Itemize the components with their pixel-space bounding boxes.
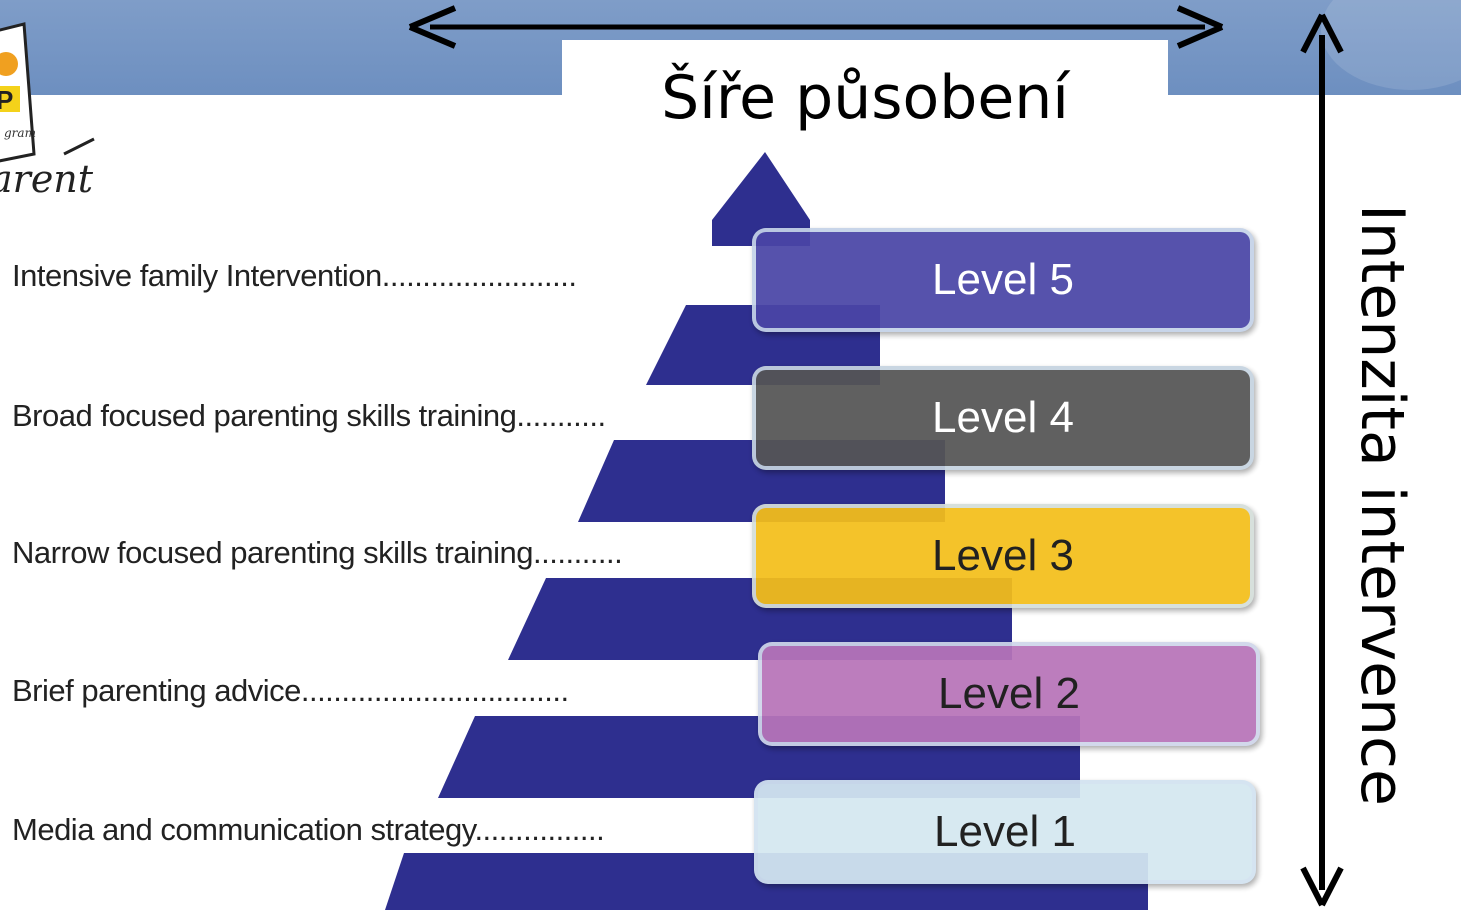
- level-2-label: Level 2: [938, 669, 1080, 718]
- page-title: Šíře působení: [661, 63, 1069, 133]
- row-label-level-1: Media and communication strategy........…: [12, 812, 605, 847]
- logo-text: arent: [0, 157, 94, 194]
- svg-text:P: P: [0, 85, 13, 115]
- row-label-level-5: Intensive family Intervention...........…: [12, 258, 577, 293]
- intensity-label: Intenzita intervence: [1347, 204, 1417, 806]
- level-4-box: Level 4: [752, 366, 1254, 470]
- level-4-label: Level 4: [932, 393, 1074, 442]
- width-arrow: [408, 5, 1224, 49]
- intensity-arrow: [1300, 13, 1344, 907]
- row-label-level-2: Brief parenting advice..................…: [12, 673, 569, 708]
- level-2-box: Level 2: [758, 642, 1260, 746]
- level-3-box: Level 3: [752, 504, 1254, 608]
- triple-p-logo-icon: P gram arent: [0, 22, 95, 194]
- row-label-level-4: Broad focused parenting skills training.…: [12, 398, 606, 433]
- level-3-label: Level 3: [932, 531, 1074, 580]
- row-label-level-3: Narrow focused parenting skills training…: [12, 535, 623, 570]
- level-1-box: Level 1: [754, 780, 1256, 884]
- level-5-box: Level 5: [752, 228, 1254, 332]
- level-1-label: Level 1: [934, 807, 1076, 856]
- pyramid-tier-5: [712, 152, 810, 246]
- title-box: [562, 40, 1168, 150]
- svg-text:gram: gram: [4, 126, 36, 140]
- level-5-label: Level 5: [932, 255, 1074, 304]
